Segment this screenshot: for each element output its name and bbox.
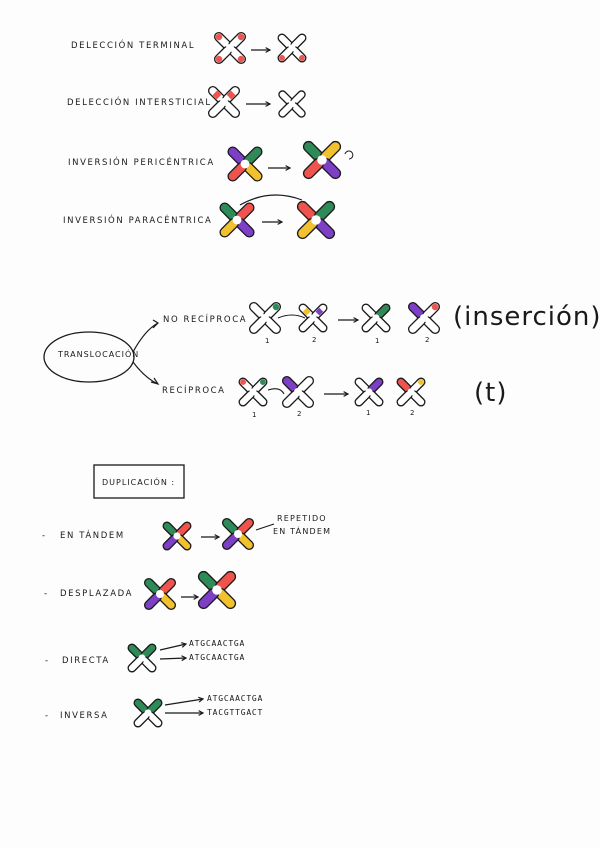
branch-arrow-lower-head [150, 377, 160, 386]
chromosome-number: 2 [425, 336, 430, 344]
label-delecion-terminal: Delección terminal [71, 41, 196, 51]
chromosome-inverted [302, 140, 342, 180]
translocation-arrow [277, 314, 306, 319]
branch-arrow-upper-head [152, 319, 159, 329]
arrow [268, 165, 292, 171]
bullet: - [45, 656, 50, 666]
chromosome-duplicated [197, 570, 237, 610]
arrow [159, 655, 188, 662]
chromosome-original [162, 521, 192, 551]
arrow [262, 219, 284, 225]
chromosome-1 [248, 301, 282, 335]
chromosome-original [207, 85, 241, 119]
chromosome-deleted [277, 33, 307, 63]
chromosome-1 [238, 377, 268, 407]
label-directa: Directa [62, 656, 110, 666]
chromosome-original [213, 31, 247, 65]
label-desplazada: Desplazada [60, 589, 134, 599]
rotation-icon [344, 150, 354, 160]
chromosome-number: 1 [265, 337, 270, 345]
chromosome-duplicated [221, 517, 255, 551]
bullet: - [45, 711, 50, 721]
chromosome-directa [127, 643, 157, 673]
chromosome-original [219, 202, 255, 238]
arrow [201, 534, 221, 540]
arrow [324, 391, 350, 397]
arrow [181, 594, 200, 600]
label-translocacion: Translocación [58, 350, 140, 359]
chromosome-deleted [278, 90, 306, 118]
directa-sequence-2: ATGCAACTGA [189, 653, 246, 662]
bullet: - [44, 589, 49, 599]
chromosome-original [143, 577, 177, 611]
bullet: - [42, 531, 47, 541]
arrow [338, 317, 360, 323]
arrow [251, 47, 272, 53]
insertion-note: (inserción) [453, 302, 600, 332]
label-delecion-intersticial: Delección intersticial [67, 98, 212, 108]
chromosome-original [227, 146, 263, 182]
chromosome-inversa [133, 698, 163, 728]
arrow [159, 642, 188, 651]
chromosome-number: 1 [252, 411, 257, 419]
chromosome-2-result [407, 301, 441, 335]
arrow [165, 710, 205, 716]
arrow [164, 696, 205, 706]
note-pointer [255, 523, 275, 531]
chromosome-number: 1 [375, 337, 380, 345]
translocation-oval [43, 331, 135, 383]
chromosome-2-result [396, 377, 426, 407]
branch-arrow-lower [132, 361, 159, 385]
chromosome-2 [298, 303, 328, 333]
tandem-note-line2: en tándem [273, 527, 332, 536]
chromosome-2 [281, 375, 315, 409]
translocation-arrow [267, 388, 285, 395]
label-inversion-paracentrica: Inversión paracéntrica [63, 216, 213, 226]
label-inversa: Inversa [60, 711, 109, 721]
duplication-box [93, 464, 185, 499]
label-no-reciproca: No recíproca [163, 315, 248, 325]
chromosome-number: 2 [297, 410, 302, 418]
t-note: (t) [474, 378, 508, 408]
duplication-title: Duplicación : [102, 478, 176, 487]
label-inversion-pericentrica: Inversión pericéntrica [68, 158, 215, 168]
chromosome-1-result [354, 377, 384, 407]
directa-sequence-1: ATGCAACTGA [189, 639, 246, 648]
inversa-sequence-2: TACGTTGACT [207, 708, 264, 717]
label-en-tandem: En tándem [60, 531, 125, 541]
inversion-curve [239, 194, 303, 206]
label-reciproca: Recíproca [162, 386, 226, 396]
chromosome-1-result [361, 303, 391, 333]
arrow [246, 101, 272, 107]
chromosome-number: 2 [410, 409, 415, 417]
inversa-sequence-1: ATGCAACTGA [207, 694, 264, 703]
tandem-note-line1: repetido [277, 514, 327, 523]
chromosome-number: 2 [312, 336, 317, 344]
chromosome-inverted [296, 200, 336, 240]
chromosome-number: 1 [366, 409, 371, 417]
